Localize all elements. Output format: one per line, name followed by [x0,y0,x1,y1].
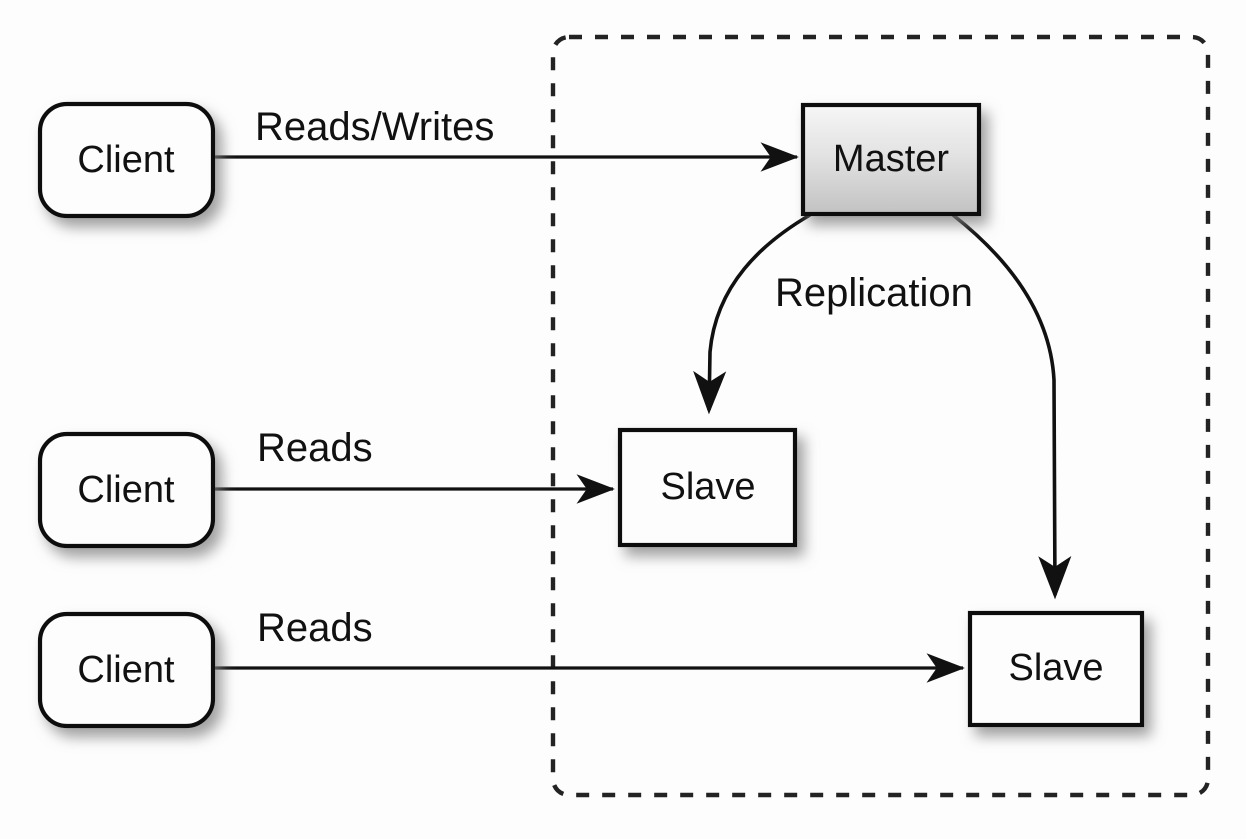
slave-1-shape [617,427,798,548]
node-master[interactable]: Master [800,102,982,217]
node-client-2[interactable]: Client [37,431,216,549]
slave-2-shape [967,610,1145,728]
master-shape [800,102,982,217]
edge-label-reads-slave1: Reads [257,426,373,470]
client-3-label: Client [77,649,175,691]
master-label: Master [833,138,949,180]
edge-label-reads-writes: Reads/Writes [255,105,494,149]
slave-2-label: Slave [1008,647,1103,689]
slave-1-label: Slave [660,466,755,508]
edge-master-slave1-curve [693,213,811,415]
client-1-shape [37,101,216,219]
client-2-label: Client [77,469,175,511]
client-1-label: Client [77,139,175,181]
node-client-3[interactable]: Client [37,611,216,729]
node-slave-2[interactable]: Slave [967,610,1145,728]
client-2-shape [37,431,216,549]
edge-master-slave2-curve [951,213,1072,600]
client-3-shape [37,611,216,729]
edge-label-replication: Replication [775,271,973,315]
node-slave-1[interactable]: Slave [617,427,798,548]
node-client-1[interactable]: Client [37,101,216,219]
edge-label-reads-slave2: Reads [257,606,373,650]
